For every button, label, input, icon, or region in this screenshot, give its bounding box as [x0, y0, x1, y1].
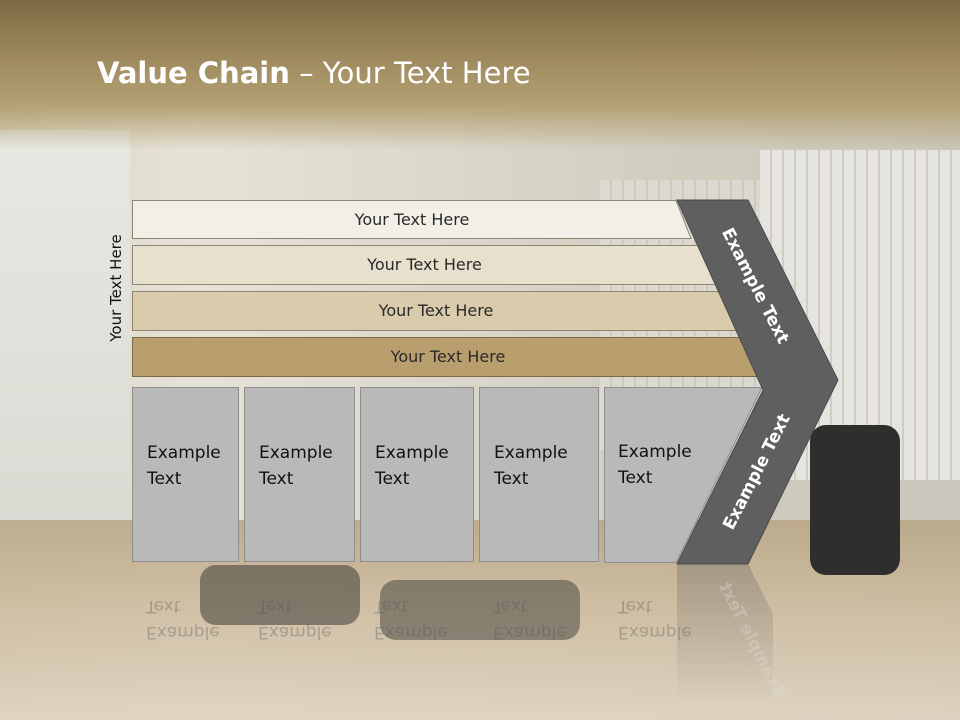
row-label: Your Text Here	[367, 254, 482, 274]
title-band	[0, 0, 960, 150]
row-label: Your Text Here	[390, 346, 506, 366]
box-line-2: Text	[375, 469, 410, 489]
box-line-2: Text	[147, 469, 182, 489]
activity-box-5-shape	[604, 387, 763, 563]
row-shape	[132, 200, 692, 239]
margin-chevron[interactable]	[675, 198, 845, 568]
box-line-1: Example	[147, 443, 221, 463]
background-chair	[810, 425, 900, 575]
box-line-1: Example	[494, 443, 568, 463]
slide-title[interactable]: Value Chain – Your Text Here	[97, 56, 531, 90]
activity-box-5[interactable]: Example Text	[604, 387, 692, 562]
box-line-1: Example	[259, 443, 333, 463]
support-row-4[interactable]: Your Text Here	[132, 337, 764, 377]
support-row-3[interactable]: Your Text Here	[132, 291, 740, 331]
background-chair	[380, 580, 580, 640]
box-line-1: Example	[375, 443, 449, 463]
slide-title-rest: – Your Text Here	[289, 56, 531, 90]
row-label: Your Text Here	[354, 209, 470, 229]
row-label: Your Text Here	[378, 300, 494, 320]
background-chair	[200, 565, 360, 625]
slide-title-bold: Value Chain	[97, 56, 290, 90]
box-line-2: Text	[494, 469, 529, 489]
support-row-1[interactable]: Your Text Here	[132, 200, 692, 239]
box-line-2: Text	[259, 469, 294, 489]
vertical-label[interactable]: Your Text Here	[107, 234, 125, 342]
support-row-2[interactable]: Your Text Here	[132, 245, 717, 285]
chevron-reflection	[677, 564, 773, 704]
background-wall	[0, 130, 130, 560]
box-line-2: Text	[618, 468, 653, 488]
box-line-1: Example	[618, 442, 692, 462]
